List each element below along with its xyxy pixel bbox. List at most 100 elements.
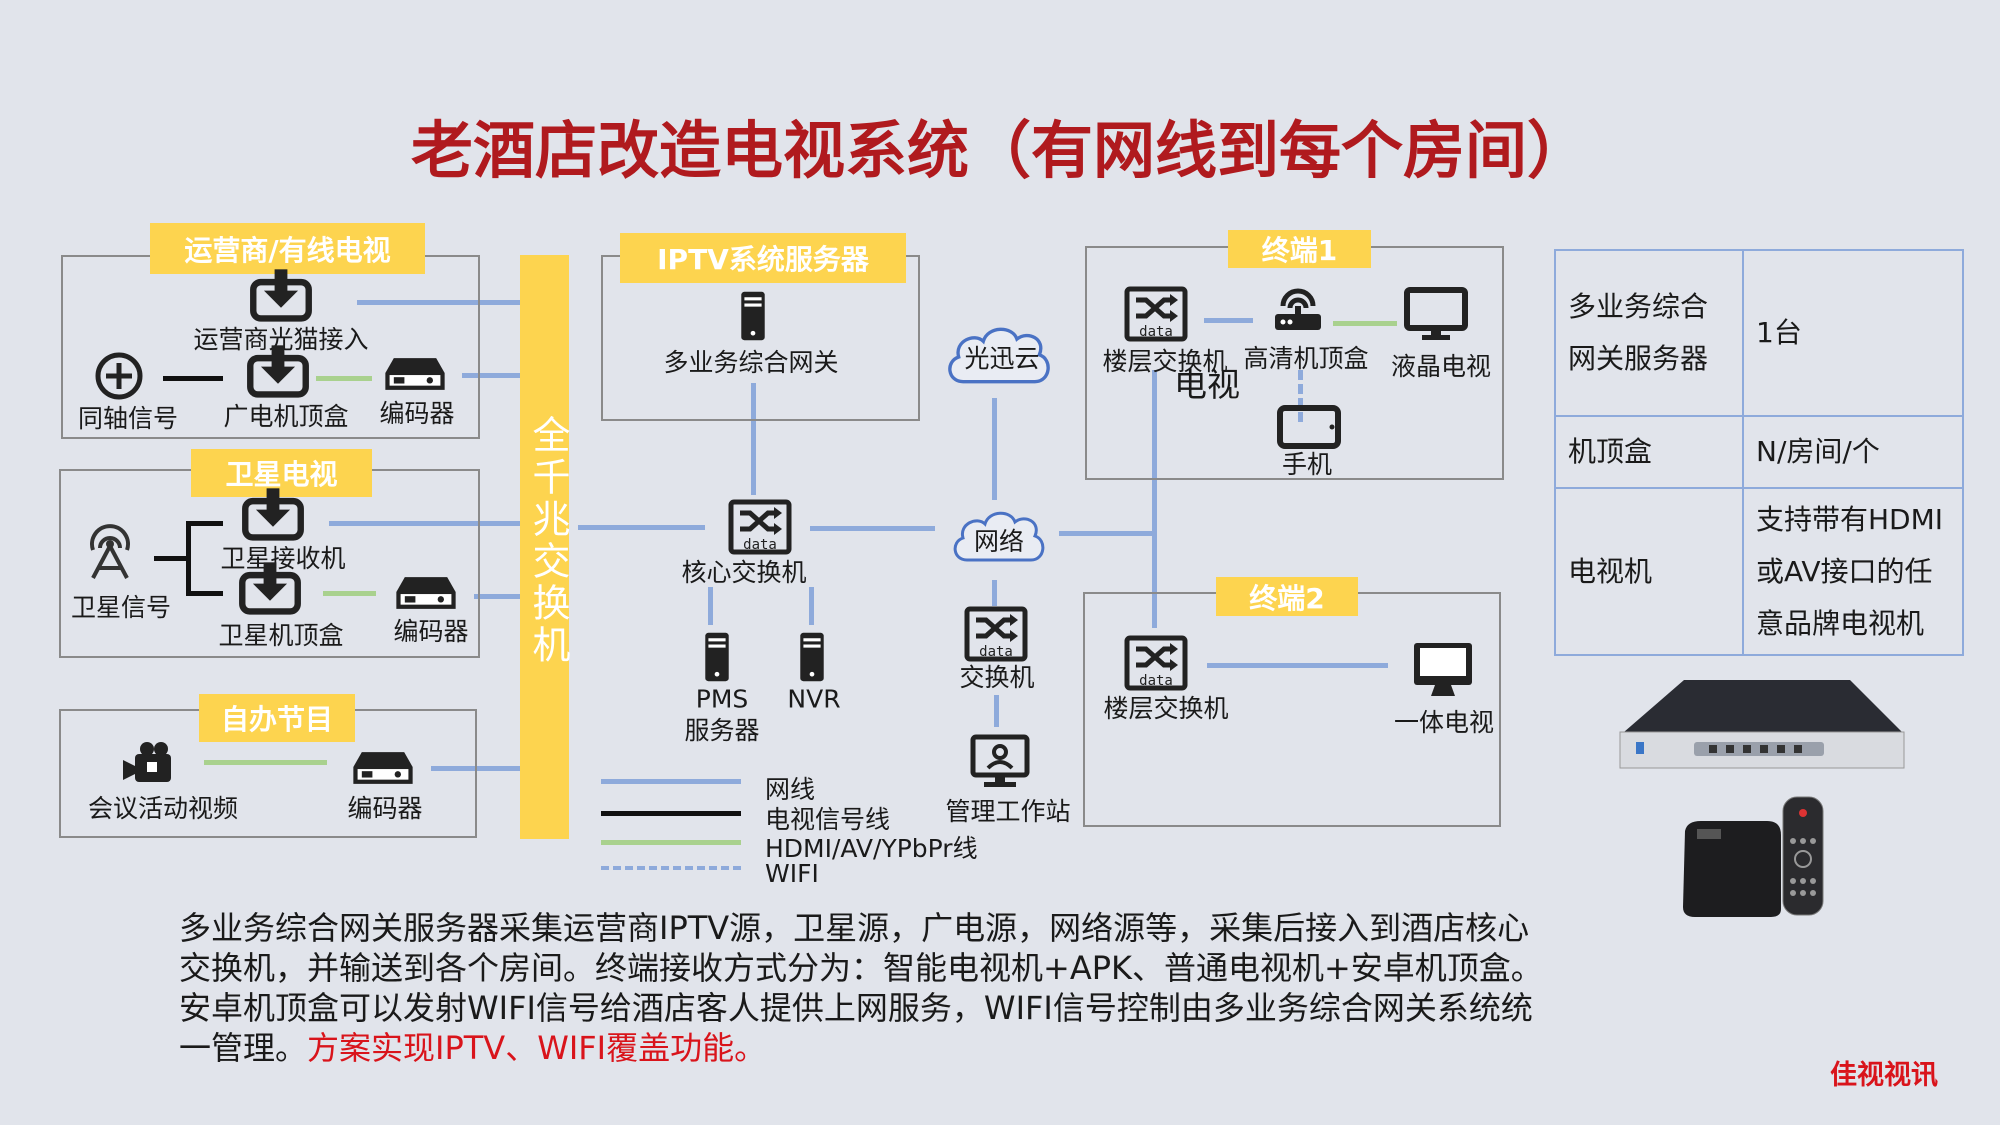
description-line: 安卓机顶盒可以发射WIFI信号给酒店客人提供上网服务，WIFI信号控制由多业务综…	[179, 989, 1533, 1027]
camera-label: 会议活动视频	[87, 794, 239, 823]
network-line	[809, 587, 814, 625]
video-camera-icon	[121, 740, 181, 786]
description-text: 一管理。	[179, 1029, 308, 1067]
floor-switch-label: 楼层交换机	[1103, 694, 1229, 723]
wifi-line	[1298, 370, 1303, 422]
table-cell: 电视机	[1554, 487, 1744, 656]
network-line	[329, 521, 520, 526]
satellite-group-title: 卫星电视	[191, 449, 372, 497]
server-icon	[737, 291, 769, 341]
network-line	[994, 695, 999, 727]
core-switch-label: 核心交换机	[681, 558, 807, 587]
server-icon	[701, 632, 733, 682]
tv-signal-line	[163, 376, 223, 381]
encoder-icon	[383, 356, 447, 392]
pms-label: PMS	[695, 684, 749, 714]
terminal2-title: 终端2	[1216, 577, 1358, 616]
floor-switch-icon	[1123, 286, 1189, 342]
coax-label: 同轴信号	[77, 404, 179, 433]
network-line	[1152, 370, 1157, 628]
set-top-box-icon	[246, 345, 310, 399]
network-line	[810, 526, 935, 531]
legend-swatch-wifi	[601, 866, 741, 870]
pms-server-label: 服务器	[684, 716, 760, 745]
table-cell: 支持带有HDMI 或AV接口的任意品牌电视机	[1742, 487, 1964, 656]
switch-label: 交换机	[959, 663, 1035, 692]
satellite-signal-label: 卫星信号	[70, 593, 172, 622]
coax-plus-icon	[94, 351, 144, 401]
gateway-server-image	[1619, 680, 1905, 769]
cell-text: 多业务综合	[1568, 290, 1709, 323]
tv-signal-line	[186, 521, 191, 596]
switch-icon	[963, 606, 1029, 662]
nvr-label: NVR	[787, 684, 841, 714]
network-line	[578, 525, 705, 530]
network-line	[708, 587, 713, 625]
network-line	[1059, 531, 1156, 536]
hdmi-line	[323, 591, 376, 596]
cell-text: 或AV接口的任	[1756, 554, 1933, 588]
cell-text: 意品牌电视机	[1756, 606, 1925, 640]
set-top-box-remote-image	[1683, 796, 1824, 917]
encoder-label: 编码器	[347, 794, 423, 823]
description-line: 交换机，并输送到各个房间。终端接收方式分为：智能电视机+APK、普通电视机+安卓…	[179, 949, 1543, 987]
legend-swatch-tv-signal	[601, 811, 741, 816]
gateway-label: 多业务综合网关	[663, 348, 839, 377]
table-row: 电视机支持带有HDMI 或AV接口的任意品牌电视机	[1554, 487, 1964, 656]
iptv-group-title: IPTV系统服务器	[620, 233, 906, 283]
operator-group-title: 运营商/有线电视	[150, 223, 425, 274]
tv-signal-line	[186, 591, 223, 596]
page-title: 老酒店改造电视系统（有网线到每个房间）	[410, 114, 1589, 187]
lcd-tv-label: 液晶电视	[1390, 352, 1492, 381]
hdmi-line	[1333, 321, 1397, 326]
gigabit-switch-backbone: 全千兆交换机	[520, 255, 570, 839]
set-top-box-icon	[238, 562, 302, 616]
legend-tv-signal: 电视信号线	[765, 805, 891, 834]
hdmi-line	[316, 376, 372, 381]
workstation-icon	[970, 734, 1030, 790]
terminal1-title: 终端1	[1228, 230, 1371, 268]
phone-label: 手机	[1281, 450, 1333, 479]
legend-hdmi: HDMI/AV/YPbPr线	[765, 834, 978, 863]
router-icon	[1273, 288, 1323, 332]
guangxun-cloud-label: 光迅云	[964, 344, 1040, 373]
table-cell: 1台	[1742, 249, 1964, 417]
legend-wifi: WIFI	[765, 859, 819, 888]
encoder-label: 编码器	[393, 617, 469, 646]
core-switch-icon	[727, 499, 793, 555]
floor-switch-icon	[1123, 635, 1189, 691]
network-line	[1207, 663, 1388, 668]
floor-switch-label: 楼层交换机	[1102, 347, 1228, 376]
monitor-icon	[1403, 287, 1469, 343]
tv-signal-line	[186, 521, 223, 526]
satellite-antenna-icon	[85, 524, 135, 580]
encoder-icon	[351, 750, 415, 786]
optical-modem-icon	[249, 269, 313, 323]
legend-network: 网线	[765, 775, 816, 804]
network-line	[462, 373, 520, 378]
tv-signal-line	[154, 556, 190, 561]
hd-stb-label: 高清机顶盒	[1243, 344, 1369, 373]
cell-text: 支持带有HDMI	[1756, 502, 1944, 536]
table-cell: N/房间/个	[1742, 415, 1964, 489]
cable-stb-label: 广电机顶盒	[223, 402, 349, 431]
table-cell: 机顶盒	[1554, 415, 1744, 489]
satellite-stb-label: 卫星机顶盒	[218, 621, 344, 650]
network-line	[992, 580, 997, 606]
tv-overlap-label: 电视	[1174, 365, 1240, 404]
description-highlight: 方案实现IPTV、WIFI覆盖功能。	[307, 1029, 767, 1067]
encoder-icon	[394, 575, 458, 611]
tablet-icon	[1276, 405, 1342, 449]
encoder-label: 编码器	[379, 399, 455, 428]
network-line	[992, 398, 997, 500]
server-icon	[796, 632, 828, 682]
aio-tv-label: 一体电视	[1393, 708, 1495, 737]
description-line: 一管理。方案实现IPTV、WIFI覆盖功能。	[179, 1028, 1543, 1068]
self-program-group-title: 自办节目	[199, 694, 355, 742]
description-line: 多业务综合网关服务器采集运营商IPTV源，卫星源，广电源，网络源等，采集后接入到…	[179, 909, 1530, 947]
network-line	[474, 594, 520, 599]
network-line	[357, 300, 520, 305]
